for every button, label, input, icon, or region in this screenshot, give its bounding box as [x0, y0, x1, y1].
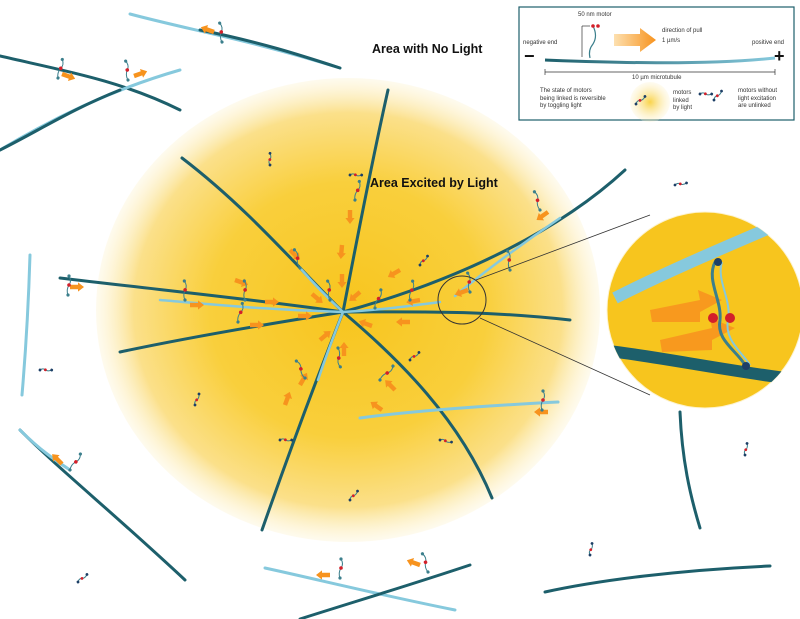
legend-reversible-note: The state of motors being linked is reve…: [540, 88, 606, 111]
legend-reversible-line3: by toggling light: [540, 103, 582, 109]
legend-direction-line1: direction of pull: [662, 28, 703, 34]
unlit-microtubules: [0, 12, 772, 619]
legend-direction-line2: 1 µm/s: [662, 38, 681, 44]
legend-linked-line3: by light: [673, 105, 693, 111]
zoom-callout: [437, 211, 800, 409]
legend-plus-sign: +: [774, 46, 785, 66]
legend-box: [518, 6, 795, 122]
legend-linked-note: motors linked by light: [673, 90, 692, 113]
legend-linked-line2: linked: [673, 97, 689, 104]
legend-negative-end: negative end: [523, 40, 558, 46]
legend-microtubule-length: 10 µm microtubule: [632, 75, 682, 81]
legend-unlinked-line3: are unlinked: [738, 103, 771, 109]
legend-reversible-line2: being linked is reversible: [540, 95, 606, 102]
legend-unlinked-note: motors without light excitation are unli…: [738, 88, 777, 111]
legend-minus-sign: −: [524, 46, 535, 66]
aster-microtubules: [58, 88, 627, 532]
legend-linked-line1: motors: [673, 90, 692, 96]
legend-reversible-line1: The state of motors: [540, 88, 592, 94]
no-light-label: Area with No Light: [372, 42, 483, 56]
legend-motor-size: 50 nm motor: [578, 12, 612, 18]
legend-positive-end: positive end: [752, 40, 785, 46]
excited-area-label: Area Excited by Light: [370, 176, 498, 190]
legend-unlinked-line1: motors without: [738, 88, 778, 94]
legend-unlinked-line2: light excitation: [738, 95, 777, 102]
